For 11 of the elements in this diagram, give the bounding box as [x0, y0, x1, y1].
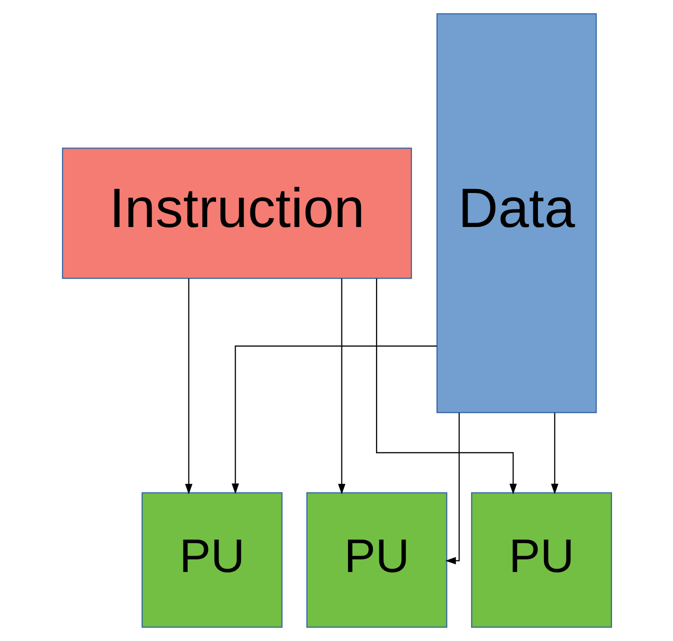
- arrow: [444, 412, 460, 564]
- node-box: Data: [436, 13, 596, 414]
- arrow: [231, 346, 436, 494]
- node-box: Instruction: [61, 148, 412, 279]
- node-box: PU: [470, 492, 612, 628]
- arrow: [338, 278, 345, 494]
- node-box: PU: [306, 492, 447, 628]
- arrow: [184, 278, 192, 494]
- arrow: [376, 278, 516, 494]
- arrow: [550, 412, 558, 494]
- node-box: PU: [141, 492, 282, 628]
